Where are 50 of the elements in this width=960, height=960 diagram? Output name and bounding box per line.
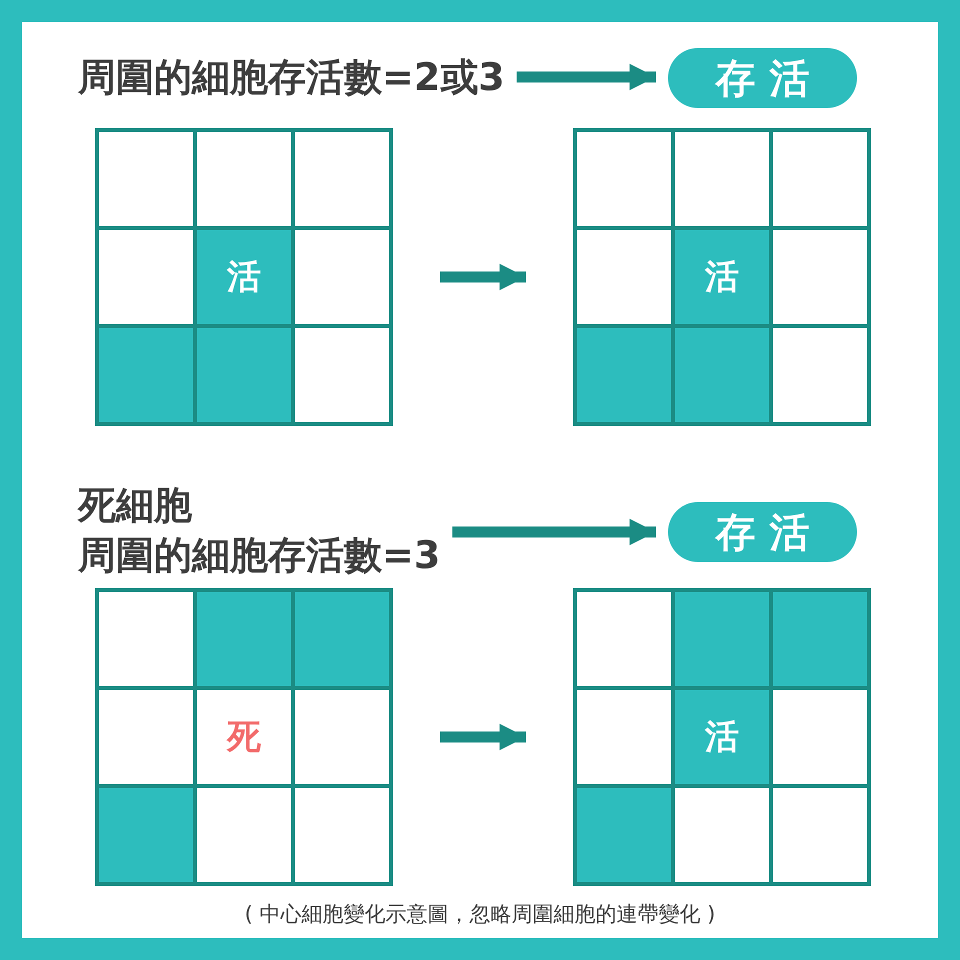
grid-cell xyxy=(577,132,671,226)
result-pill: 存 活 xyxy=(668,48,857,108)
arrow xyxy=(452,518,656,546)
grid-cell xyxy=(675,788,769,882)
grid-cell: 活 xyxy=(675,230,769,324)
arrow xyxy=(516,64,656,90)
grid-cell xyxy=(577,328,671,422)
grid-cell xyxy=(773,230,867,324)
grid-cell xyxy=(295,230,389,324)
grid-cell xyxy=(295,592,389,686)
condition-text: 死細胞 xyxy=(78,482,193,529)
grid-cell xyxy=(295,690,389,784)
grid-cell xyxy=(295,788,389,882)
grid-cell xyxy=(99,328,193,422)
grid-cell xyxy=(577,788,671,882)
grid-cell xyxy=(295,132,389,226)
condition-text: 周圍的細胞存活數=3 xyxy=(78,532,440,579)
grid-cell xyxy=(99,788,193,882)
grid-cell xyxy=(99,592,193,686)
grid-cell: 活 xyxy=(197,230,291,324)
cell-grid xyxy=(95,128,393,426)
grid-cell xyxy=(773,690,867,784)
grid-cell xyxy=(773,328,867,422)
grid-cell xyxy=(197,592,291,686)
arrow xyxy=(440,264,526,290)
grid-cell xyxy=(99,690,193,784)
cell-grid xyxy=(95,588,393,886)
grid-cell xyxy=(577,230,671,324)
cell-grid xyxy=(573,128,871,426)
caption: ( 中心細胞變化示意圖，忽略周圍細胞的連帶變化 ) xyxy=(244,901,716,928)
result-pill: 存 活 xyxy=(668,502,857,562)
grid-cell: 活 xyxy=(675,690,769,784)
arrow xyxy=(440,724,526,750)
grid-cell xyxy=(577,690,671,784)
condition-text: 周圍的細胞存活數=2或3 xyxy=(78,52,505,102)
cell-grid xyxy=(573,588,871,886)
grid-cell xyxy=(773,788,867,882)
grid-cell xyxy=(197,132,291,226)
grid-cell: 死 xyxy=(197,690,291,784)
grid-cell xyxy=(675,328,769,422)
grid-cell xyxy=(197,328,291,422)
grid-cell xyxy=(197,788,291,882)
grid-cell xyxy=(295,328,389,422)
grid-cell xyxy=(675,592,769,686)
grid-cell xyxy=(773,592,867,686)
grid-cell xyxy=(773,132,867,226)
grid-cell xyxy=(99,230,193,324)
grid-cell xyxy=(99,132,193,226)
grid-cell xyxy=(577,592,671,686)
grid-cell xyxy=(675,132,769,226)
